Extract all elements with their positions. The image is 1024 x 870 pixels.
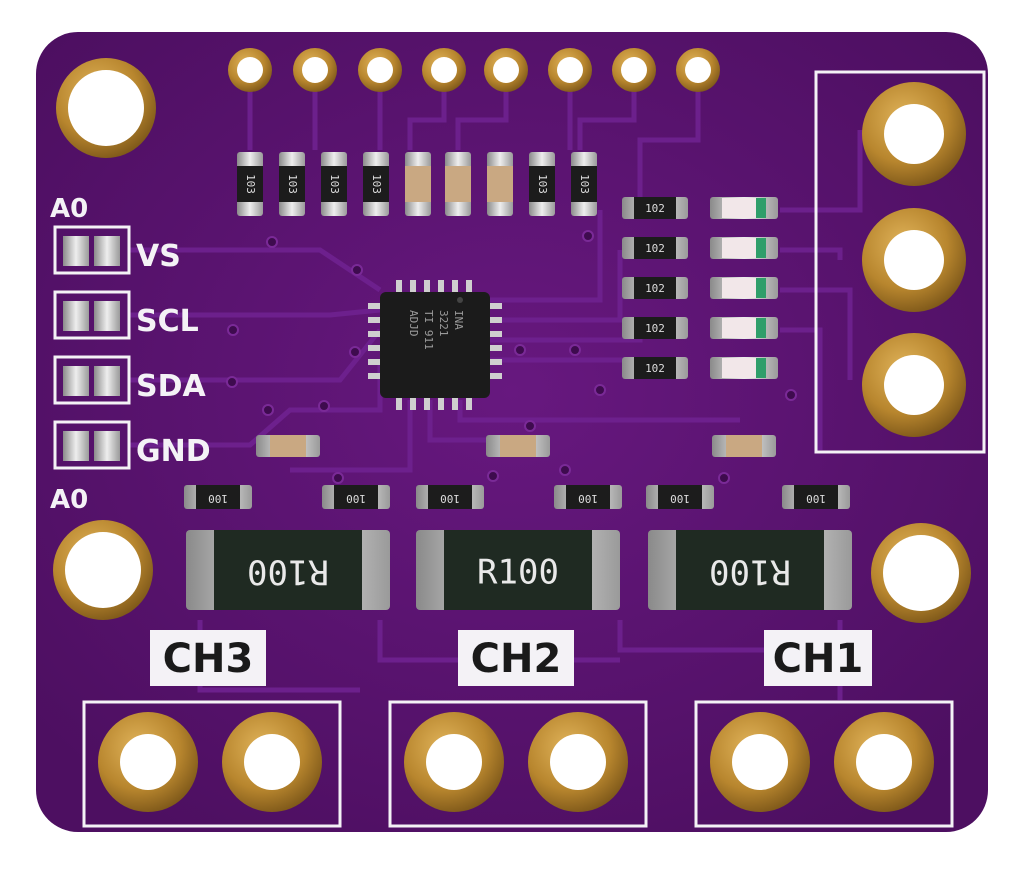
top-resistor-row: 103 103 103 103 103 103 — [237, 152, 597, 216]
resistor-code: 100 — [578, 492, 598, 505]
right-terminal-outline — [814, 70, 986, 454]
shunt-resistor-ch3: R100 — [186, 530, 390, 610]
resistor-code: 102 — [645, 282, 665, 295]
top-resistor: 103 — [321, 152, 347, 216]
led-resistor: 102 — [622, 317, 688, 339]
channel-label-ch3: CH3 — [163, 636, 254, 682]
top-resistor: 103 — [529, 152, 555, 216]
vias — [226, 194, 797, 484]
pin-label-sda: SDA — [136, 369, 207, 404]
bottom-resistors: 100 100 100 100 100 100 — [184, 485, 850, 509]
top-resistor: 103 — [237, 152, 263, 216]
pin-label-scl: SCL — [136, 304, 199, 339]
led-resistor: 102 — [622, 197, 688, 219]
pin-label-vs: VS — [136, 239, 181, 274]
bottom-terminals — [82, 700, 954, 828]
top-resistor: 103 — [571, 152, 597, 216]
resistor-code: 100 — [346, 492, 366, 505]
resistor-code: 103 — [328, 174, 341, 194]
pin-jumpers — [53, 225, 131, 470]
status-led — [710, 277, 778, 299]
resistor-code: 103 — [578, 174, 591, 194]
capacitors — [256, 435, 776, 457]
pin-label-gnd: GND — [136, 434, 211, 469]
top-resistor — [445, 152, 471, 216]
sense-resistor: 100 — [554, 485, 622, 509]
ic-text-line3: TI 911 — [422, 310, 435, 350]
shunt-resistor-ch2: R100 — [416, 530, 620, 610]
top-resistor: 103 — [279, 152, 305, 216]
right-terminal-pads — [862, 82, 966, 437]
resistor-code: 100 — [440, 492, 460, 505]
status-led — [710, 357, 778, 379]
resistor-code: 103 — [536, 174, 549, 194]
led-resistor: 102 — [622, 237, 688, 259]
channel-label-ch1: CH1 — [773, 636, 864, 682]
led-resistor: 102 — [622, 357, 688, 379]
shunt-resistors: R100 R100 R100 — [186, 530, 852, 610]
status-led — [710, 197, 778, 219]
status-led — [710, 317, 778, 339]
top-resistor — [487, 152, 513, 216]
sense-resistor: 100 — [646, 485, 714, 509]
resistor-code: 100 — [806, 492, 826, 505]
resistor-code: 102 — [645, 362, 665, 375]
ic-text-line4: ADJD — [407, 310, 420, 337]
pcb-board — [36, 32, 988, 832]
shunt-label-ch2: R100 — [477, 553, 559, 593]
resistor-code: 100 — [208, 492, 228, 505]
ic-text-line2: 3221 — [437, 310, 450, 337]
resistor-code: 103 — [244, 174, 257, 194]
mounting-holes — [53, 58, 971, 623]
top-resistor — [405, 152, 431, 216]
shunt-resistor-ch1: R100 — [648, 530, 852, 610]
led-column: 102 102 102 102 102 — [622, 197, 778, 379]
ic-text-line1: INA — [452, 310, 465, 330]
sense-resistor: 100 — [184, 485, 252, 509]
sense-resistor: 100 — [782, 485, 850, 509]
resistor-code: 103 — [370, 174, 383, 194]
status-led — [710, 237, 778, 259]
top-resistor: 103 — [363, 152, 389, 216]
address-label-top: A0 — [50, 194, 88, 224]
channel-label-ch2: CH2 — [471, 636, 562, 682]
sense-resistor: 100 — [416, 485, 484, 509]
resistor-code: 103 — [286, 174, 299, 194]
ina3221-chip: INA 3221 TI 911 ADJD — [368, 280, 502, 410]
resistor-code: 102 — [645, 322, 665, 335]
shunt-label-ch3: R100 — [247, 552, 329, 592]
resistor-code: 102 — [645, 242, 665, 255]
shunt-label-ch1: R100 — [709, 552, 791, 592]
resistor-code: 102 — [645, 202, 665, 215]
sense-resistor: 100 — [322, 485, 390, 509]
channel-labels: CH3 CH2 CH1 — [150, 630, 872, 686]
resistor-code: 100 — [670, 492, 690, 505]
header-pads-top — [228, 48, 720, 92]
address-label-bottom: A0 — [50, 485, 88, 515]
led-resistor: 102 — [622, 277, 688, 299]
